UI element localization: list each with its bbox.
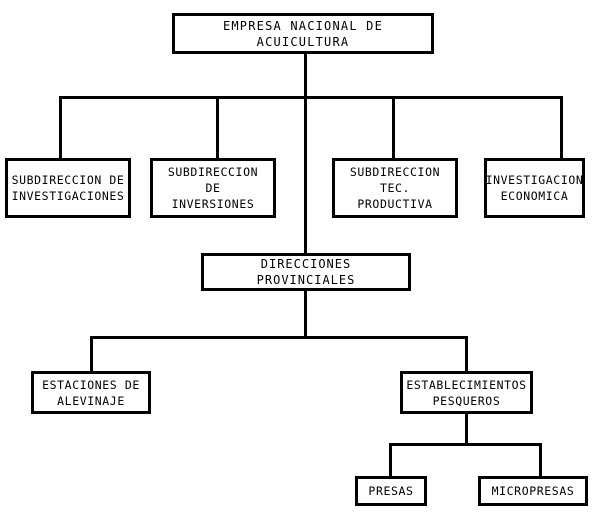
edge-bus-level4 [90, 336, 468, 339]
edge-establecimientos-trunk [465, 414, 468, 445]
node-establecimientos-pesqueros[interactable]: ESTABLECIMIENTOS PESQUEROS [400, 371, 533, 414]
node-subdireccion-inversiones[interactable]: SUBDIRECCION DE INVERSIONES [150, 158, 276, 218]
node-label: PRESAS [368, 484, 414, 498]
edge-drop-subdireccion-tec-productiva [392, 96, 395, 158]
edge-drop-presas [389, 443, 392, 476]
node-estaciones-alevinaje[interactable]: ESTACIONES DE ALEVINAJE [31, 371, 151, 414]
edge-drop-subdireccion-investigaciones [59, 96, 62, 158]
node-subdireccion-investigaciones[interactable]: SUBDIRECCION DE INVESTIGACIONES [5, 158, 131, 218]
edge-drop-subdireccion-inversiones [216, 96, 219, 158]
edge-drop-estaciones-alevinaje [90, 336, 93, 372]
node-label: INVESTIGACION ECONOMICA [485, 173, 584, 203]
node-subdireccion-tec-productiva[interactable]: SUBDIRECCION TEC. PRODUCTIVA [332, 158, 458, 218]
node-label: ESTACIONES DE ALEVINAJE [42, 377, 140, 408]
edge-direcciones-trunk [304, 291, 307, 339]
edge-drop-establecimientos-pesqueros [465, 336, 468, 372]
edge-bus-level2 [59, 96, 563, 99]
node-empresa-nacional-acuicultura[interactable]: EMPRESA NACIONAL DE ACUICULTURA [172, 13, 434, 54]
node-label: SUBDIRECCION DE INVERSIONES [167, 165, 259, 211]
edge-root-trunk [304, 54, 307, 254]
node-label: MICROPRESAS [491, 484, 575, 498]
node-label: SUBDIRECCION DE INVESTIGACIONES [11, 173, 125, 203]
node-label: SUBDIRECCION TEC. PRODUCTIVA [349, 165, 441, 211]
node-presas[interactable]: PRESAS [355, 476, 427, 506]
edge-drop-investigacion-economica [560, 96, 563, 158]
node-micropresas[interactable]: MICROPRESAS [478, 476, 588, 506]
edge-bus-level5 [389, 443, 542, 446]
edge-drop-micropresas [539, 443, 542, 476]
node-label: EMPRESA NACIONAL DE ACUICULTURA [222, 18, 384, 49]
node-direcciones-provinciales[interactable]: DIRECCIONES PROVINCIALES [201, 253, 411, 291]
node-label: DIRECCIONES PROVINCIALES [256, 257, 356, 287]
node-investigacion-economica[interactable]: INVESTIGACION ECONOMICA [484, 158, 585, 218]
node-label: ESTABLECIMIENTOS PESQUEROS [406, 377, 527, 408]
